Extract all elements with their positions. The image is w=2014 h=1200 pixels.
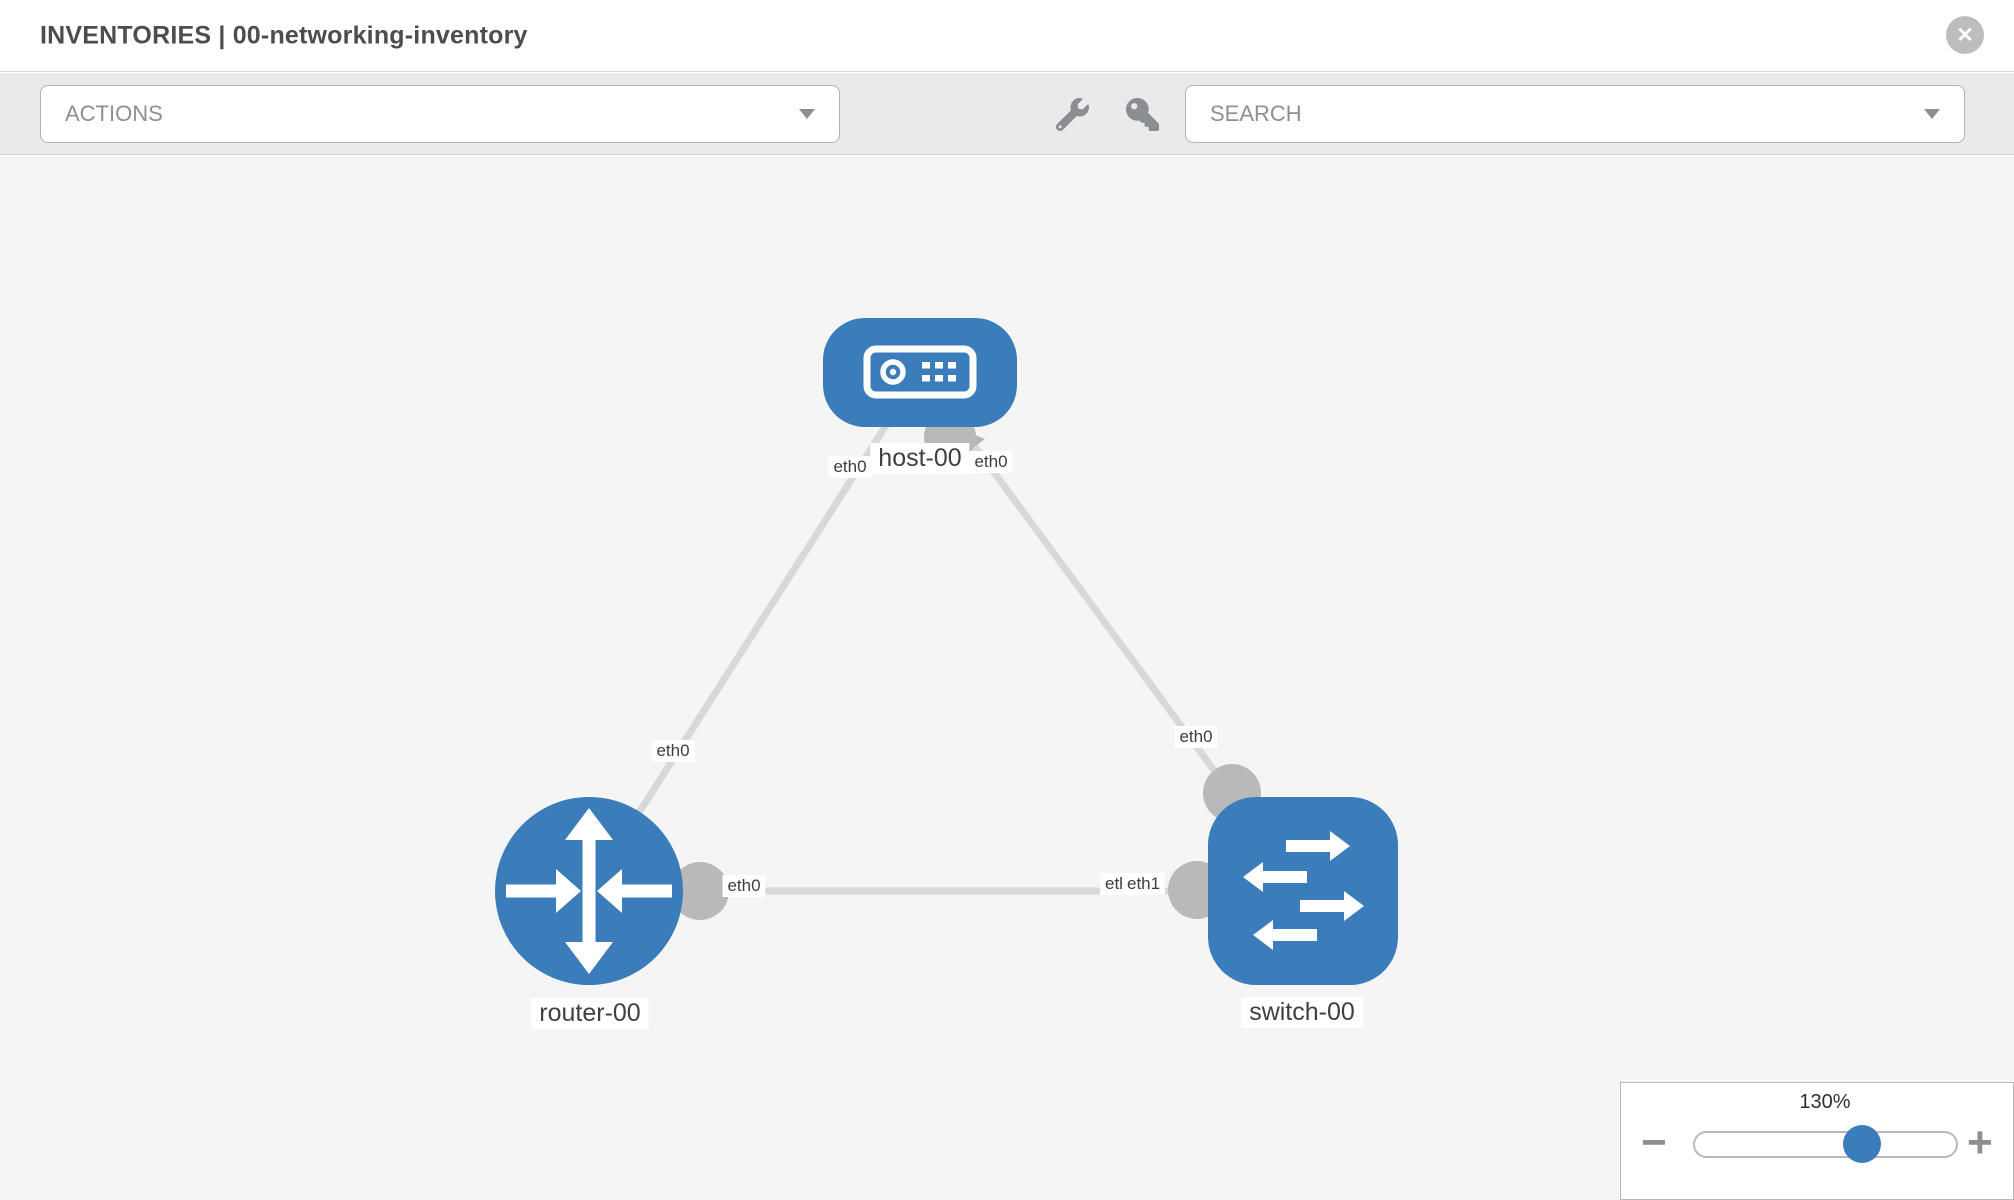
node-label-host: host-00 [870, 443, 970, 474]
port-router-right [671, 862, 729, 920]
host-icon [863, 345, 977, 399]
page-title: INVENTORIES | 00-networking-inventory [40, 21, 528, 49]
zoom-in-button[interactable]: + [1967, 1118, 1993, 1167]
zoom-panel: 130% − + [1620, 1082, 2014, 1200]
ports [671, 411, 1261, 920]
node-host-00[interactable] [823, 318, 1017, 427]
close-icon: ✕ [1956, 23, 1974, 47]
toolbar: ACTIONS SEARCH [0, 73, 2014, 155]
key-icon[interactable] [1126, 98, 1159, 131]
search-dropdown-label: SEARCH [1210, 101, 1302, 126]
close-button[interactable]: ✕ [1946, 16, 1984, 54]
interface-label: eth0 [1174, 726, 1218, 748]
topology-graph [495, 318, 1398, 985]
wrench-icon[interactable] [1056, 98, 1089, 131]
actions-dropdown-label: ACTIONS [65, 101, 163, 126]
node-label-switch: switch-00 [1241, 997, 1363, 1028]
chevron-down-icon [1924, 109, 1940, 119]
search-dropdown[interactable]: SEARCH [1185, 85, 1965, 143]
zoom-level: 130% [1799, 1091, 1851, 1113]
node-switch-00[interactable] [1208, 797, 1398, 985]
switch-icon [1243, 831, 1364, 950]
interface-label: eth0 [969, 451, 1013, 473]
node-router-00[interactable] [495, 797, 683, 985]
router-icon [506, 808, 672, 974]
chevron-down-icon [799, 109, 815, 119]
topology-canvas[interactable]: eth0 eth0 eth0 eth0 eth0 eth0 eth1 host-… [0, 156, 2014, 1200]
actions-dropdown[interactable]: ACTIONS [40, 85, 840, 143]
interface-label: eth0 [828, 456, 872, 478]
interface-label: eth1 [1122, 873, 1166, 895]
header: INVENTORIES | 00-networking-inventory ✕ [0, 0, 2014, 72]
interface-label: eth0 [651, 740, 695, 762]
zoom-slider-thumb[interactable] [1843, 1125, 1881, 1163]
interface-label: eth0 [722, 875, 766, 897]
node-label-router: router-00 [531, 998, 649, 1029]
zoom-slider-track[interactable] [1693, 1131, 1958, 1158]
zoom-out-button[interactable]: − [1641, 1118, 1667, 1167]
